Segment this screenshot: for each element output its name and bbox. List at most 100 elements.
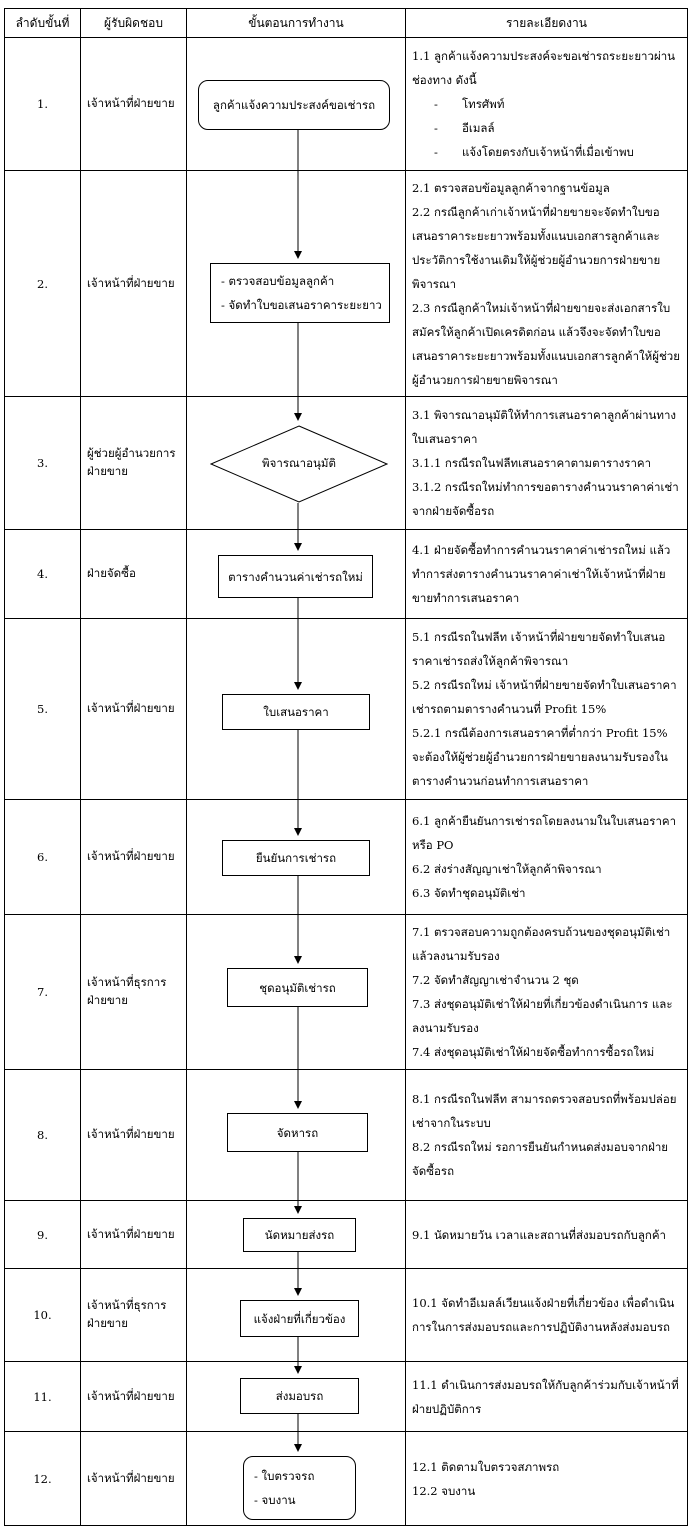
detail-item: - อีเมลล์ xyxy=(412,116,681,140)
details-cell: 9.1 นัดหมายวัน เวลาและสถานที่ส่งมอบรถกับ… xyxy=(405,1200,688,1269)
table-header-row: ลำดับขั้นที่ ผู้รับผิดชอบ ขั้นตอนการทำงา… xyxy=(4,8,688,38)
step-number: 4. xyxy=(4,529,81,619)
detail-item: 2.3 กรณีลูกค้าใหม่เจ้าหน้าที่ฝ่ายขายจะส่… xyxy=(412,300,680,387)
detail-item: 5.2 กรณีรถใหม่ เจ้าหน้าที่ฝ่ายขายจัดทำใบ… xyxy=(412,678,677,716)
details-cell: 1.1 ลูกค้าแจ้งความประสงค์จะขอเช่ารถระยะย… xyxy=(405,37,688,171)
bullet-dash: - xyxy=(434,121,438,135)
step-number: 6. xyxy=(4,799,81,915)
detail-item: 10.1 จัดทำอีเมลล์เวียนแจ้งฝ่ายที่เกี่ยวข… xyxy=(412,1296,675,1334)
procedure-cell xyxy=(186,1431,406,1526)
procedure-cell xyxy=(186,1361,406,1432)
header-procedure: ขั้นตอนการทำงาน xyxy=(186,8,406,38)
detail-text: แจ้งโดยตรงกับเจ้าหน้าที่เมื่อเข้าพบ xyxy=(462,145,634,159)
header-owner: ผู้รับผิดชอบ xyxy=(80,8,187,38)
table-row: 10.เจ้าหน้าที่ธุรการฝ่ายขาย 10.1 จัดทำอีเ… xyxy=(4,1268,688,1362)
details-cell: 11.1 ดำเนินการส่งมอบรถให้กับลูกค้าร่วมกั… xyxy=(405,1361,688,1432)
responsible-party: เจ้าหน้าที่ฝ่ายขาย xyxy=(80,799,187,915)
detail-item: 1.1 ลูกค้าแจ้งความประสงค์จะขอเช่ารถระยะย… xyxy=(412,49,676,87)
step-number: 7. xyxy=(4,914,81,1070)
details-cell: 8.1 กรณีรถในฟลีท สามารถตรวจสอบรถที่พร้อม… xyxy=(405,1069,688,1201)
detail-text: โทรศัพท์ xyxy=(462,97,505,111)
details-cell: 3.1 พิจารณาอนุมัติให้ทำการเสนอราคาลูกค้า… xyxy=(405,396,688,530)
procedure-table: ลำดับขั้นที่ ผู้รับผิดชอบ ขั้นตอนการทำงา… xyxy=(4,8,688,1526)
procedure-cell xyxy=(186,1268,406,1362)
detail-item: - โทรศัพท์ xyxy=(412,92,681,116)
responsible-party: เจ้าหน้าที่ฝ่ายขาย xyxy=(80,170,187,397)
step-number: 11. xyxy=(4,1361,81,1432)
details-cell: 12.1 ติดตามใบตรวจสภาพรถ 12.2 จบงาน xyxy=(405,1431,688,1526)
procedure-cell xyxy=(186,1069,406,1201)
detail-item: 7.4 ส่งชุดอนุมัติเช่าให้ฝ่ายจัดซื้อทำการ… xyxy=(412,1045,655,1059)
details-cell: 2.1 ตรวจสอบข้อมูลลูกค้าจากฐานข้อมูล 2.2 ก… xyxy=(405,170,688,397)
detail-item: 8.2 กรณีรถใหม่ รอการยืนยันกำหนดส่งมอบจาก… xyxy=(412,1140,669,1178)
table-row: 6.เจ้าหน้าที่ฝ่ายขาย 6.1 ลูกค้ายืนยันการเ… xyxy=(4,799,688,915)
procedure-cell xyxy=(186,170,406,397)
detail-item: 11.1 ดำเนินการส่งมอบรถให้กับลูกค้าร่วมกั… xyxy=(412,1377,679,1416)
details-cell: 10.1 จัดทำอีเมลล์เวียนแจ้งฝ่ายที่เกี่ยวข… xyxy=(405,1268,688,1362)
responsible-party: เจ้าหน้าที่ฝ่ายขาย xyxy=(80,1200,187,1269)
detail-item: 4.1 ฝ่ายจัดซื้อทำการคำนวนราคาค่าเช่ารถให… xyxy=(412,543,671,605)
procedure-cell xyxy=(186,799,406,915)
detail-item: 3.1.1 กรณีรถในฟลีทเสนอราคาตามตารางราคา xyxy=(412,456,652,470)
procedure-cell xyxy=(186,1200,406,1269)
table-row: 1.เจ้าหน้าที่ฝ่ายขาย 1.1 ลูกค้าแจ้งความปร… xyxy=(4,37,688,171)
bullet-dash: - xyxy=(434,145,438,159)
table-row: 12.เจ้าหน้าที่ฝ่ายขาย 12.1 ติดตามใบตรวจสภ… xyxy=(4,1431,688,1526)
responsible-party: เจ้าหน้าที่ฝ่ายขาย xyxy=(80,618,187,800)
detail-item: 5.2.1 กรณีต้องการเสนอราคาที่ต่ำกว่า Prof… xyxy=(412,726,668,788)
procedure-cell xyxy=(186,37,406,171)
responsible-party: เจ้าหน้าที่ธุรการฝ่ายขาย xyxy=(80,1268,187,1362)
table-row: 8.เจ้าหน้าที่ฝ่ายขาย 8.1 กรณีรถในฟลีท สาม… xyxy=(4,1069,688,1201)
responsible-party: เจ้าหน้าที่ฝ่ายขาย xyxy=(80,1069,187,1201)
table-row: 5.เจ้าหน้าที่ฝ่ายขาย 5.1 กรณีรถในฟลีท เจ้… xyxy=(4,618,688,800)
table-row: 4.ฝ่ายจัดซื้อ 4.1 ฝ่ายจัดซื้อทำการคำนวนรา… xyxy=(4,529,688,619)
detail-item: 2.1 ตรวจสอบข้อมูลลูกค้าจากฐานข้อมูล xyxy=(412,180,610,195)
detail-item: 9.1 นัดหมายวัน เวลาและสถานที่ส่งมอบรถกับ… xyxy=(412,1227,666,1242)
detail-text: อีเมลล์ xyxy=(462,121,495,135)
detail-item: 6.2 ส่งร่างสัญญาเช่าให้ลูกค้าพิจารณา xyxy=(412,862,602,876)
step-number: 1. xyxy=(4,37,81,171)
detail-item: 3.1 พิจารณาอนุมัติให้ทำการเสนอราคาลูกค้า… xyxy=(412,408,677,446)
responsible-party: ฝ่ายจัดซื้อ xyxy=(80,529,187,619)
detail-item: 12.2 จบงาน xyxy=(412,1483,476,1498)
step-number: 3. xyxy=(4,396,81,530)
table-row: 11.เจ้าหน้าที่ฝ่ายขาย 11.1 ดำเนินการส่งมอ… xyxy=(4,1361,688,1432)
step-number: 12. xyxy=(4,1431,81,1526)
step-number: 8. xyxy=(4,1069,81,1201)
table-row: 3.ผู้ช่วยผู้อำนวยการฝ่ายขาย 3.1 พิจารณาอน… xyxy=(4,396,688,530)
table-row: 7.เจ้าหน้าที่ธุรการฝ่ายขาย 7.1 ตรวจสอบควา… xyxy=(4,914,688,1070)
detail-item: 7.3 ส่งชุดอนุมัติเช่าให้ฝ่ายที่เกี่ยวข้อ… xyxy=(412,997,673,1035)
procedure-cell xyxy=(186,396,406,530)
detail-item: 7.2 จัดทำสัญญาเช่าจำนวน 2 ชุด xyxy=(412,973,579,987)
responsible-party: เจ้าหน้าที่ฝ่ายขาย xyxy=(80,37,187,171)
detail-item: 12.1 ติดตามใบตรวจสภาพรถ xyxy=(412,1459,560,1474)
details-cell: 7.1 ตรวจสอบความถูกต้องครบถ้วนของชุดอนุมั… xyxy=(405,914,688,1070)
step-number: 9. xyxy=(4,1200,81,1269)
detail-item: 7.1 ตรวจสอบความถูกต้องครบถ้วนของชุดอนุมั… xyxy=(412,925,671,963)
detail-item: 5.1 กรณีรถในฟลีท เจ้าหน้าที่ฝ่ายขายจัดทำ… xyxy=(412,630,666,668)
procedure-cell xyxy=(186,914,406,1070)
step-number: 2. xyxy=(4,170,81,397)
detail-item: 8.1 กรณีรถในฟลีท สามารถตรวจสอบรถที่พร้อม… xyxy=(412,1092,677,1130)
detail-item: - แจ้งโดยตรงกับเจ้าหน้าที่เมื่อเข้าพบ xyxy=(412,140,681,164)
procedure-cell xyxy=(186,618,406,800)
detail-item: 6.1 ลูกค้ายืนยันการเช่ารถโดยลงนามในใบเสน… xyxy=(412,814,677,852)
responsible-party: เจ้าหน้าที่ฝ่ายขาย xyxy=(80,1431,187,1526)
table-row: 2.เจ้าหน้าที่ฝ่ายขาย 2.1 ตรวจสอบข้อมูลลูก… xyxy=(4,170,688,397)
details-cell: 6.1 ลูกค้ายืนยันการเช่ารถโดยลงนามในใบเสน… xyxy=(405,799,688,915)
detail-item: 6.3 จัดทำชุดอนุมัติเช่า xyxy=(412,886,526,900)
step-number: 5. xyxy=(4,618,81,800)
bullet-dash: - xyxy=(434,97,438,111)
details-cell: 4.1 ฝ่ายจัดซื้อทำการคำนวนราคาค่าเช่ารถให… xyxy=(405,529,688,619)
header-step-no: ลำดับขั้นที่ xyxy=(4,8,81,38)
responsible-party: เจ้าหน้าที่ธุรการฝ่ายขาย xyxy=(80,914,187,1070)
responsible-party: ผู้ช่วยผู้อำนวยการฝ่ายขาย xyxy=(80,396,187,530)
header-details: รายละเอียดงาน xyxy=(405,8,688,38)
detail-item: 2.2 กรณีลูกค้าเก่าเจ้าหน้าที่ฝ่ายขายจะจั… xyxy=(412,204,661,291)
detail-item: 3.1.2 กรณีรถใหม่ทำการขอตารางคำนวนราคาค่า… xyxy=(412,480,679,518)
step-number: 10. xyxy=(4,1268,81,1362)
responsible-party: เจ้าหน้าที่ฝ่ายขาย xyxy=(80,1361,187,1432)
table-row: 9.เจ้าหน้าที่ฝ่ายขาย 9.1 นัดหมายวัน เวลาแ… xyxy=(4,1200,688,1269)
details-cell: 5.1 กรณีรถในฟลีท เจ้าหน้าที่ฝ่ายขายจัดทำ… xyxy=(405,618,688,800)
procedure-cell xyxy=(186,529,406,619)
